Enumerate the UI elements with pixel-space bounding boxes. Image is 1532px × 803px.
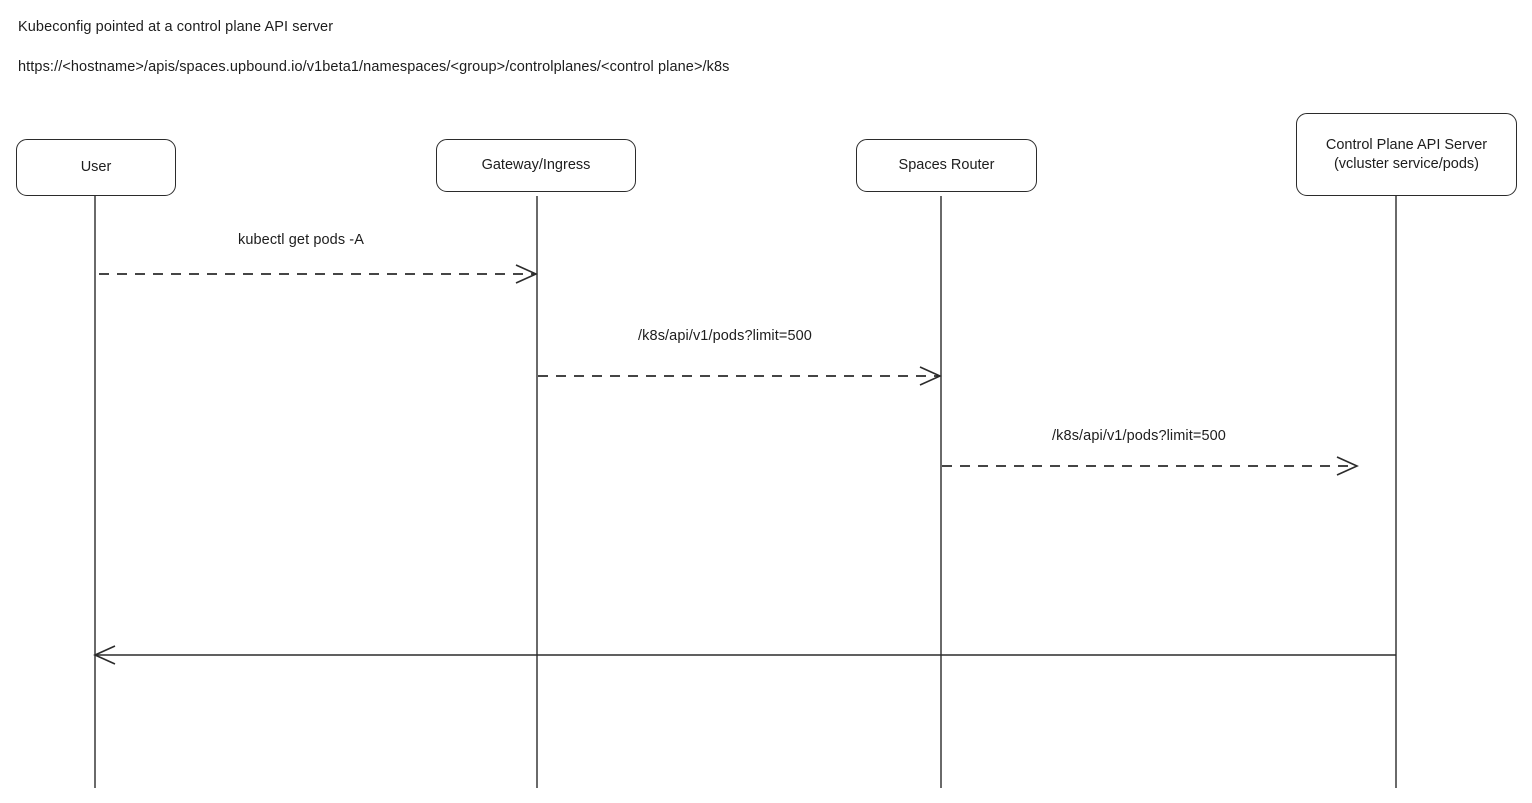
- message-arrows-group: [93, 264, 1396, 665]
- diagram-note-title: Kubeconfig pointed at a control plane AP…: [18, 19, 334, 35]
- message-arrow-msg-router-to-control-plane[interactable]: [942, 456, 1359, 476]
- message-arrow-msg-response-to-user[interactable]: [93, 645, 1396, 665]
- message-arrow-msg-gateway-to-router[interactable]: [538, 366, 942, 386]
- participant-box-control-plane-api-server[interactable]: Control Plane API Server (vcluster servi…: [1296, 113, 1517, 196]
- participant-label-gateway: Gateway/Ingress: [481, 157, 591, 173]
- message-label-msg-router-to-control-plane: /k8s/api/v1/pods?limit=500: [1052, 428, 1226, 444]
- participant-label-spaces-router: Spaces Router: [898, 157, 995, 173]
- lifelines-group: [94, 196, 1397, 788]
- message-label-msg-kubectl-get-pods: kubectl get pods -A: [237, 232, 365, 248]
- participant-box-gateway[interactable]: Gateway/Ingress: [436, 139, 636, 192]
- arrowhead-msg-router-to-control-plane: [1336, 456, 1359, 476]
- arrowhead-msg-kubectl-get-pods: [515, 264, 538, 284]
- participant-box-spaces-router[interactable]: Spaces Router: [856, 139, 1037, 192]
- participant-box-user[interactable]: User: [16, 139, 176, 196]
- participant-label-control-plane-api-server: Control Plane API Server (vcluster servi…: [1325, 136, 1488, 172]
- arrowhead-msg-gateway-to-router: [919, 366, 942, 386]
- diagram-note-url: https://<hostname>/apis/spaces.upbound.i…: [18, 59, 730, 75]
- participant-label-user: User: [80, 159, 112, 175]
- message-label-msg-gateway-to-router: /k8s/api/v1/pods?limit=500: [638, 328, 812, 344]
- arrowhead-msg-response-to-user: [93, 645, 116, 665]
- message-arrow-msg-kubectl-get-pods[interactable]: [99, 264, 538, 284]
